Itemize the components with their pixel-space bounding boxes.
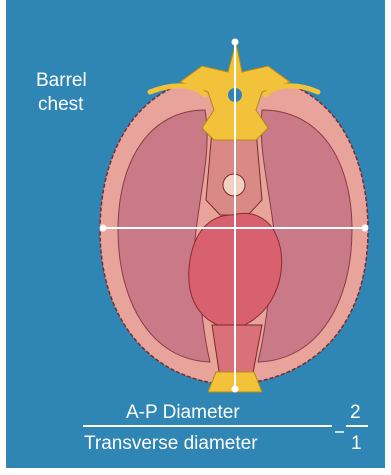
ap-top-endpoint (232, 39, 239, 46)
transverse-left-endpoint (100, 225, 107, 232)
denominator-label: Transverse diameter (84, 433, 258, 454)
ratio-denominator-value: 1 (351, 433, 362, 454)
ratio-numerator-value: 2 (350, 402, 361, 423)
ap-bottom-endpoint (232, 386, 239, 393)
label-line1: Barrel (36, 70, 87, 91)
transverse-right-endpoint (362, 225, 369, 232)
label-line2: chest (38, 94, 84, 115)
numerator-label: A-P Diameter (126, 402, 240, 423)
